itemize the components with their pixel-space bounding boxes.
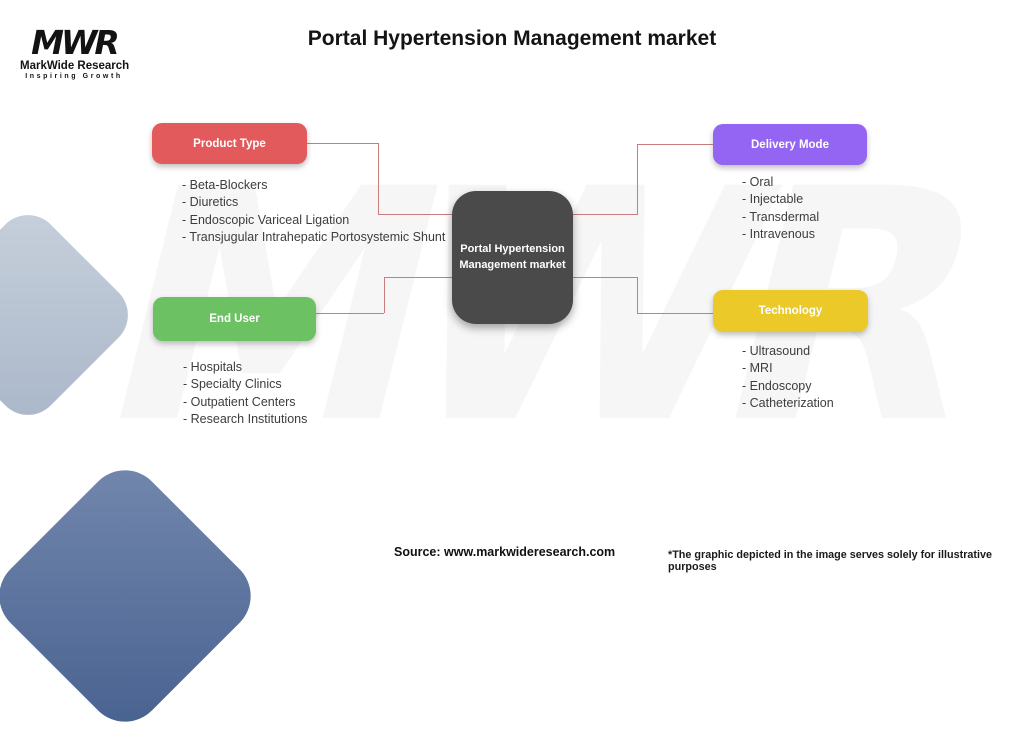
connector-technology-v [637,277,638,313]
list-item: - Catheterization [742,396,834,411]
branch-box-delivery-mode: Delivery Mode [713,124,867,165]
list-item: - Outpatient Centers [183,394,296,409]
item-list-technology: - Ultrasound - MRI - Endoscopy - Cathete… [742,343,834,413]
connector-product-type-h2 [378,214,452,215]
branch-box-product-type: Product Type [152,123,307,164]
connector-delivery-mode-h1 [637,144,713,145]
list-item: - Research Institutions [183,412,308,427]
connector-product-type-h1 [307,143,378,144]
list-item: - Transjugular Intrahepatic Portosystemi… [182,230,446,245]
list-item: - Specialty Clinics [183,377,282,392]
decor-diamond-dark [0,454,267,737]
connector-end-user-v [384,277,385,313]
item-list-product-type: - Beta-Blockers - Diuretics - Endoscopic… [182,177,445,247]
branch-label-technology: Technology [758,305,823,317]
list-item: - Beta-Blockers [182,178,268,192]
branch-box-end-user: End User [153,297,316,341]
list-item: - MRI [742,361,773,376]
mwr-logo-icon: MWR [31,23,120,62]
item-list-end-user: - Hospitals - Specialty Clinics - Outpat… [183,359,307,429]
connector-end-user-h2 [316,313,384,314]
page-title: Portal Hypertension Management market [307,27,717,50]
connector-delivery-mode-v [637,144,638,215]
connector-delivery-mode-h2 [573,214,637,215]
connector-technology-h1 [573,277,637,278]
markwide-logo: MWR MarkWide Research Inspiring Growth [20,23,130,80]
list-item: - Hospitals [183,360,243,374]
list-item: - Endoscopic Variceal Ligation [182,212,350,227]
branch-label-delivery-mode: Delivery Mode [751,138,829,151]
source-text: Source: www.markwideresearch.com [394,545,616,559]
list-item: - Diuretics [182,195,239,210]
branch-label-end-user: End User [209,313,260,325]
item-list-delivery-mode: - Oral - Injectable - Transdermal - Intr… [742,174,819,244]
connector-end-user-h1 [384,277,452,278]
center-node-line2: Management market [459,258,566,271]
connector-technology-h2 [637,313,713,314]
list-item: - Endoscopy [742,378,812,393]
list-item: - Ultrasound [742,344,811,358]
center-node-portal-hypertension: Portal Hypertension Management market [452,191,573,324]
connector-product-type-v [378,143,379,215]
center-node-line1: Portal Hypertension [460,242,565,255]
list-item: - Intravenous [742,227,815,242]
list-item: - Transdermal [742,209,820,224]
branch-label-product-type: Product Type [193,137,266,150]
branch-box-technology: Technology [713,290,868,332]
logo-name: MarkWide Research [20,60,130,72]
list-item: - Oral [742,175,774,189]
logo-tagline: Inspiring Growth [25,73,123,80]
disclaimer-text: *The graphic depicted in the image serve… [668,549,993,573]
list-item: - Injectable [742,192,804,207]
